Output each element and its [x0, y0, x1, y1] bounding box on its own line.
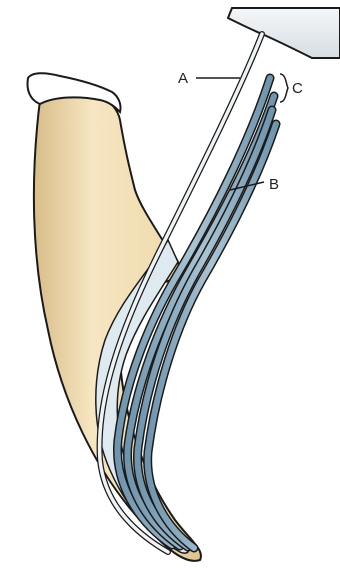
- instrument-handle: [228, 8, 340, 58]
- label-c: C: [292, 80, 303, 97]
- label-b: B: [269, 176, 279, 193]
- label-a: A: [178, 70, 188, 87]
- label-c-bracket: [280, 74, 288, 102]
